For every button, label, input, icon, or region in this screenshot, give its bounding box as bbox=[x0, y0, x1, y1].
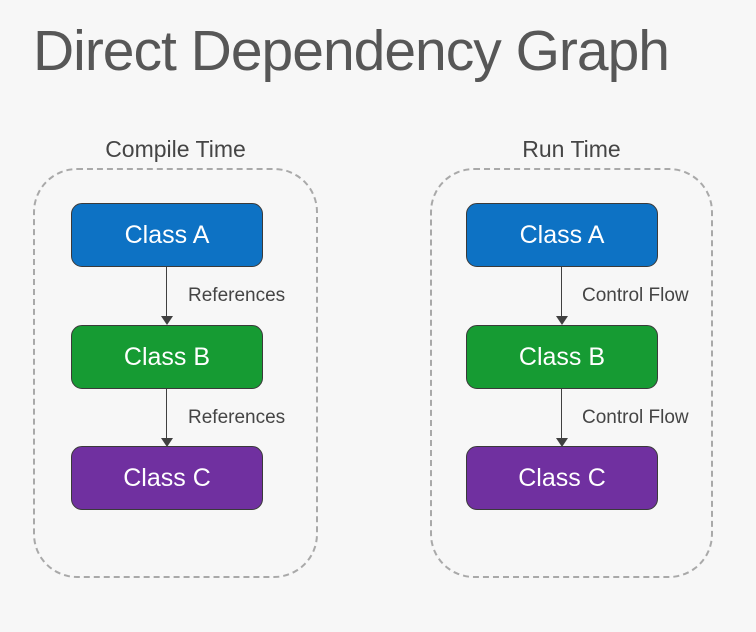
arrow-shaft bbox=[561, 389, 562, 438]
compile-arrow-a-to-b bbox=[161, 267, 173, 325]
arrow-shaft bbox=[166, 267, 167, 316]
arrow-shaft bbox=[561, 267, 562, 316]
run-time-panel: Run Time Class A Control Flow Class B Co… bbox=[430, 130, 713, 578]
page-title: Direct Dependency Graph bbox=[33, 19, 670, 83]
compile-time-panel-boundary: Class A References Class B References Cl… bbox=[33, 168, 318, 578]
run-arrow-a-to-b bbox=[556, 267, 568, 325]
compile-node-class-c: Class C bbox=[71, 446, 263, 510]
arrow-shaft bbox=[166, 389, 167, 438]
compile-edge-label-b-c: References bbox=[188, 407, 286, 428]
run-node-class-c: Class C bbox=[466, 446, 658, 510]
compile-node-class-a: Class A bbox=[71, 203, 263, 267]
run-time-panel-boundary: Class A Control Flow Class B Control Flo… bbox=[430, 168, 713, 578]
compile-time-panel: Compile Time Class A References Class B … bbox=[33, 130, 318, 578]
run-edge-label-a-b: Control Flow bbox=[582, 285, 689, 306]
arrow-head-icon bbox=[556, 316, 568, 325]
run-arrow-b-to-c bbox=[556, 389, 568, 447]
run-edge-label-b-c: Control Flow bbox=[582, 407, 689, 428]
run-node-class-b: Class B bbox=[466, 325, 658, 389]
compile-time-panel-label: Compile Time bbox=[105, 135, 246, 162]
compile-node-class-b: Class B bbox=[71, 325, 263, 389]
arrow-head-icon bbox=[556, 438, 568, 447]
compile-edge-label-a-b: References bbox=[188, 285, 286, 306]
arrow-head-icon bbox=[161, 438, 173, 447]
compile-arrow-b-to-c bbox=[161, 389, 173, 447]
run-node-class-a: Class A bbox=[466, 203, 658, 267]
arrow-head-icon bbox=[161, 316, 173, 325]
run-time-panel-label: Run Time bbox=[522, 135, 621, 162]
